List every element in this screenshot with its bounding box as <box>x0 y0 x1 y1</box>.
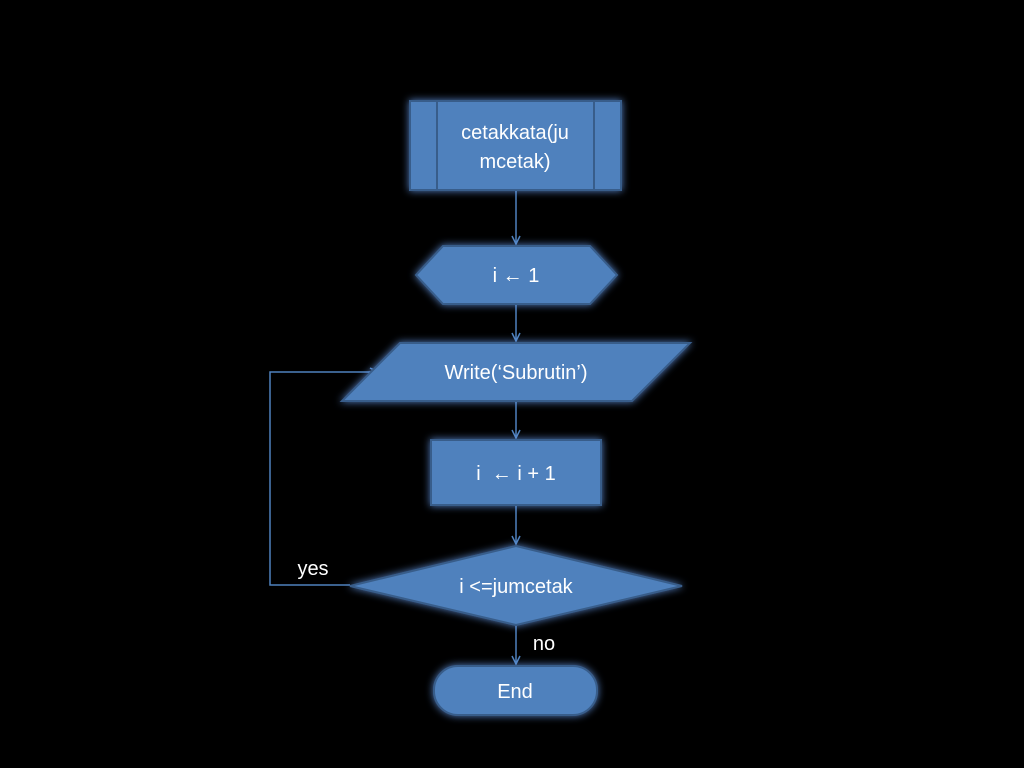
subroutine-label-line2: mcetak) <box>479 151 550 173</box>
end-label: End <box>497 681 533 703</box>
init-label: i ← 1 <box>493 265 540 287</box>
init-node <box>414 245 619 305</box>
no-label: no <box>533 633 555 655</box>
connectors <box>269 191 516 664</box>
increment-node <box>430 439 602 506</box>
decision-label: i <=jumcetak <box>459 576 573 598</box>
decision-node <box>349 544 683 627</box>
yes-label: yes <box>297 558 328 580</box>
increment-label: i ← i + 1 <box>476 463 555 485</box>
write-label: Write(‘Subrutin’) <box>445 362 588 384</box>
edge-yes-loop <box>269 372 378 586</box>
end-node <box>433 665 598 716</box>
write-node <box>339 342 693 402</box>
subroutine-label-line1: cetakkata(ju <box>461 122 569 144</box>
subroutine-node <box>409 100 622 191</box>
